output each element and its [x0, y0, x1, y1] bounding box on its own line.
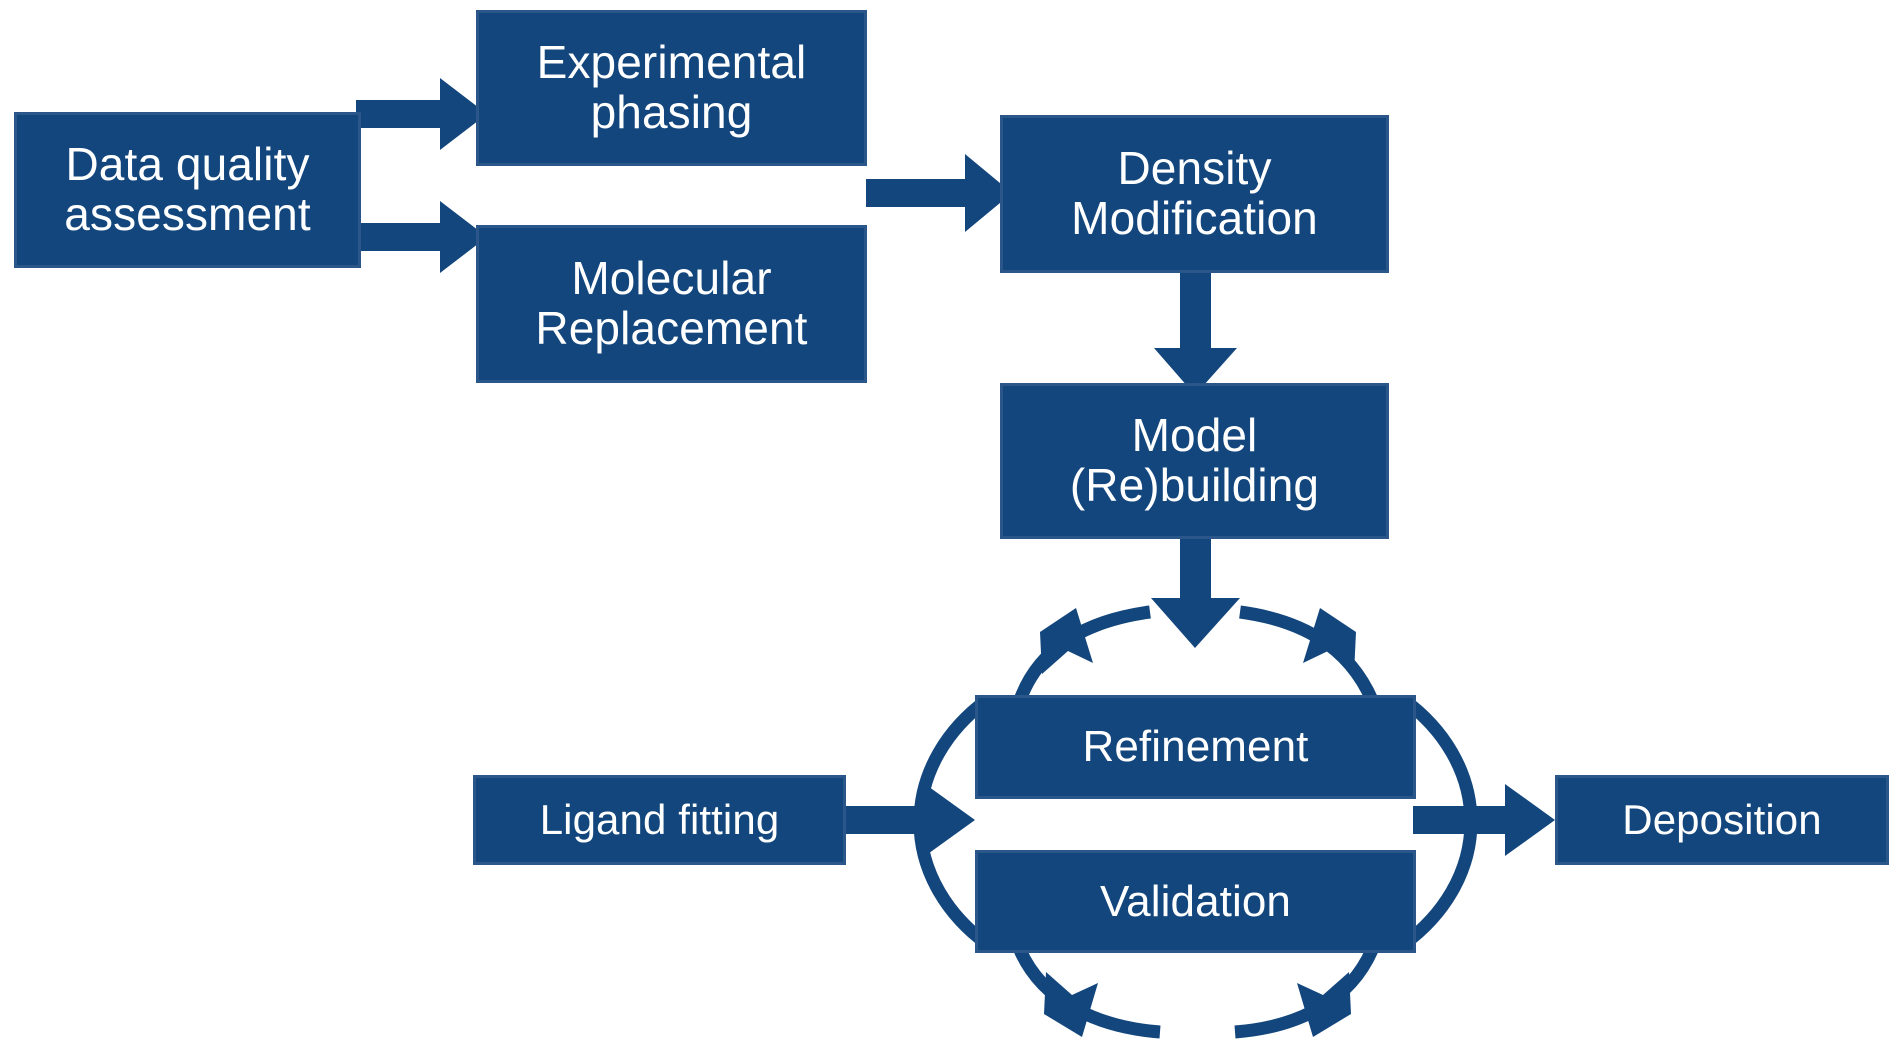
- node-density-modification[interactable]: Density Modification: [1000, 115, 1389, 273]
- node-data-quality-assessment[interactable]: Data quality assessment: [14, 112, 361, 268]
- node-refinement[interactable]: Refinement: [975, 695, 1416, 799]
- node-validation[interactable]: Validation: [975, 850, 1416, 953]
- arrow-dataquality-to-molrep: [356, 201, 487, 273]
- cycle-arc-bottom-right: [1234, 947, 1378, 1039]
- cycle-arc-top-left: [1013, 605, 1151, 703]
- arrow-densitymod-to-modelbuild: [1154, 270, 1237, 395]
- arrow-dataquality-to-expphasing: [356, 78, 487, 150]
- arrow-cycle-to-deposition: [1413, 784, 1555, 856]
- cycle-ring-right: [1400, 694, 1478, 950]
- node-ligand-fitting[interactable]: Ligand fitting: [473, 775, 846, 865]
- node-model-rebuilding[interactable]: Model (Re)building: [1000, 383, 1389, 539]
- node-molecular-replacement[interactable]: Molecular Replacement: [476, 225, 867, 383]
- node-experimental-phasing[interactable]: Experimental phasing: [476, 10, 867, 166]
- arrow-ligandfitting-to-cycle: [846, 784, 975, 856]
- arrow-modelbuild-to-refinement: [1151, 536, 1240, 648]
- arrow-phasing-to-densitymod: [866, 154, 1012, 232]
- node-deposition[interactable]: Deposition: [1555, 775, 1889, 865]
- cycle-ring-left: [913, 694, 991, 950]
- cycle-arc-bottom-left: [1014, 947, 1161, 1039]
- cycle-arc-top-right: [1239, 605, 1378, 703]
